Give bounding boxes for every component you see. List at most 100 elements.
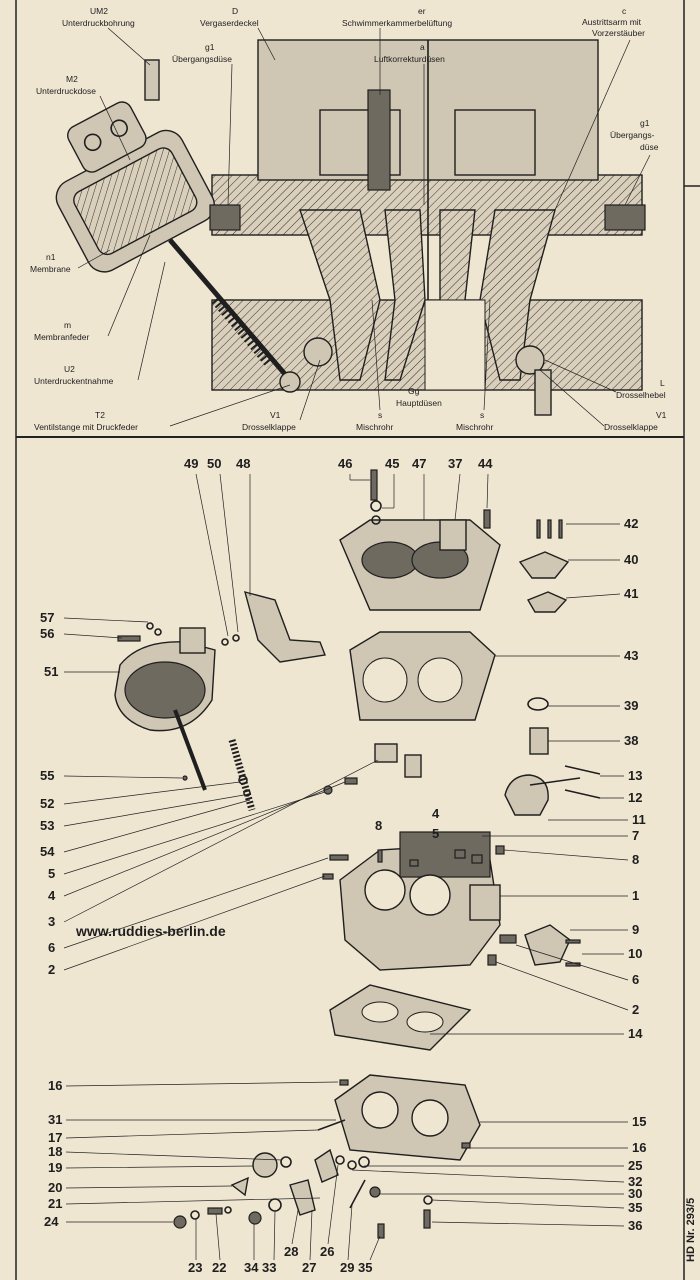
label-g1-right: g1 Übergangs- düse [610,118,659,206]
label-code: s [480,410,484,420]
label-code: c [622,6,627,16]
part-numbers-lower-right: 15 16 25 32 30 35 36 [351,1114,646,1233]
part-numbers-bottom: 23 22 34 33 28 27 26 29 35 [188,1164,381,1275]
part-number: 43 [624,648,638,663]
part-number: 50 [207,456,221,471]
label-er: er Schwimmerkammerbelüftung [342,6,452,95]
label-text: Unterdruckdose [36,86,96,96]
document-code: HD Nr. 293/5 [685,1198,697,1262]
part-number: 6 [632,972,639,987]
sectional-view [55,39,646,416]
label-v1-left: V1 Drosselklappe [242,359,321,432]
part-number: 54 [40,844,55,859]
label-text: Hauptdüsen [396,398,442,408]
label-code: n1 [46,252,56,262]
label-code: UM2 [90,6,108,16]
label-m2: M2 Unterdruckdose [36,74,131,161]
part-number: 29 [340,1260,354,1275]
part-number: 47 [412,456,426,471]
part-number: 57 [40,610,54,625]
part-number: 15 [632,1114,646,1129]
part-number: 42 [624,516,638,531]
label-code: Gg [408,386,420,396]
label-text: Übergangs- [610,130,655,140]
part-number: 4 [432,806,440,821]
part-number: 4 [48,888,56,903]
label-text: Austrittsarm mit [582,17,642,27]
label-c: c Austrittsarm mit Vorzerstäuber [554,6,645,211]
part-number: 35 [628,1200,642,1215]
part-number: 2 [48,962,55,977]
label-text: Vorzerstäuber [592,28,645,38]
label-u2: U2 Unterdruckentnahme [34,261,166,386]
part-number: 28 [284,1244,298,1259]
part-numbers-top: 49 50 48 46 45 47 37 44 [184,456,493,637]
part-number: 46 [338,456,352,471]
label-code: m [64,320,71,330]
website-url: www.ruddies-berlin.de [75,923,226,939]
label-um2: UM2 Unterdruckbohrung [62,6,151,66]
label-text: Luftkorrekturdüsen [374,54,445,64]
part-number: 9 [632,922,639,937]
part-number: 48 [236,456,250,471]
label-text: düse [640,142,659,152]
label-code: er [418,6,426,16]
label-s-left: s Mischrohr [356,299,393,432]
label-text: Mischrohr [356,422,393,432]
part-number: 27 [302,1260,316,1275]
part-number: 34 [244,1260,259,1275]
label-code: g1 [205,42,215,52]
label-code: g1 [640,118,650,128]
part-number: 8 [375,818,382,833]
label-code: L [660,378,665,388]
part-number: 21 [48,1196,62,1211]
part-throttle-body [334,1074,481,1161]
part-number: 11 [632,812,646,827]
part-number: 13 [628,768,642,783]
label-m: m Membranfeder [34,234,151,342]
part-number: 40 [624,552,638,567]
part-number: 41 [624,586,638,601]
part-vacuum-unit [114,627,256,811]
part-number: 30 [628,1186,642,1201]
label-text: Unterdruckbohrung [62,18,135,28]
part-number: 19 [48,1160,62,1175]
part-number: 2 [632,1002,639,1017]
label-code: M2 [66,74,78,84]
label-code: U2 [64,364,75,374]
part-number: 33 [262,1260,276,1275]
part-number: 52 [40,796,54,811]
part-number: 5 [48,866,55,881]
part-number: 8 [632,852,639,867]
part-number: 25 [628,1158,642,1173]
part-number: 5 [432,826,439,841]
label-text: Membrane [30,264,71,274]
part-main-body [339,831,501,971]
part-numbers-lower-left: 16 31 17 18 19 20 21 24 [44,1078,339,1229]
label-text: Übergangsdüse [172,54,232,64]
part-number: 18 [48,1144,62,1159]
part-number: 51 [44,664,58,679]
part-number: 17 [48,1130,62,1145]
part-number: 37 [448,456,462,471]
label-g1-left: g1 Übergangsdüse [172,42,233,206]
part-number: 16 [632,1140,646,1155]
label-a: a Luftkorrekturdüsen [374,42,445,205]
label-text: Unterdruckentnahme [34,376,114,386]
label-text: Drosselhebel [616,390,666,400]
label-text: Ventilstange mit Druckfeder [34,422,138,432]
part-number: 6 [48,940,55,955]
part-number: 12 [628,790,642,805]
label-code: s [378,410,382,420]
part-number: 1 [632,888,639,903]
label-text: Schwimmerkammerbelüftung [342,18,452,28]
part-number: 26 [320,1244,334,1259]
label-code: V1 [656,410,667,420]
part-numbers-right: 42 40 41 43 39 38 13 12 11 4 5 8 7 8 1 9… [375,516,646,1041]
label-gg: Gg Hauptdüsen [396,386,442,408]
label-code: T2 [95,410,105,420]
part-number: 36 [628,1218,642,1233]
part-number: 23 [188,1260,202,1275]
label-n1: n1 Membrane [30,249,111,274]
